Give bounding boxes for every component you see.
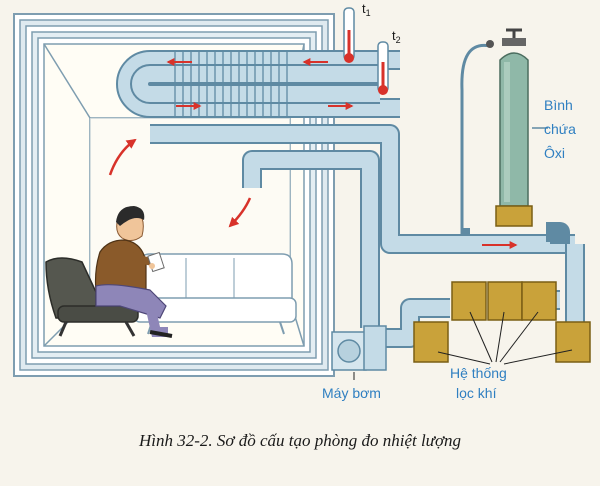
oxygen-tank-icon — [460, 28, 548, 236]
t1-label: t1 — [362, 1, 371, 18]
t2-label: t2 — [392, 28, 401, 45]
oxygen-tank-label: Bình chứa Ôxi — [544, 97, 580, 161]
armchair-icon — [45, 257, 139, 337]
sofa-icon — [133, 253, 297, 335]
pump-icon — [331, 325, 387, 380]
person-icon — [94, 206, 173, 338]
pump-label: Máy bơm — [322, 385, 381, 401]
figure-caption: Hình 32-2. Sơ đồ cấu tạo phòng đo nhiệt … — [138, 431, 461, 450]
heat-exchanger-coil — [116, 50, 400, 118]
air-duct-system — [150, 124, 585, 348]
airflow-arrow — [108, 138, 137, 176]
thermometer-icon — [377, 41, 389, 95]
filter-system-label: Hệ thống lọc khí — [450, 365, 511, 401]
thermometer-icon — [343, 7, 355, 63]
air-filter-system — [413, 281, 591, 365]
airflow-arrow — [228, 197, 252, 228]
